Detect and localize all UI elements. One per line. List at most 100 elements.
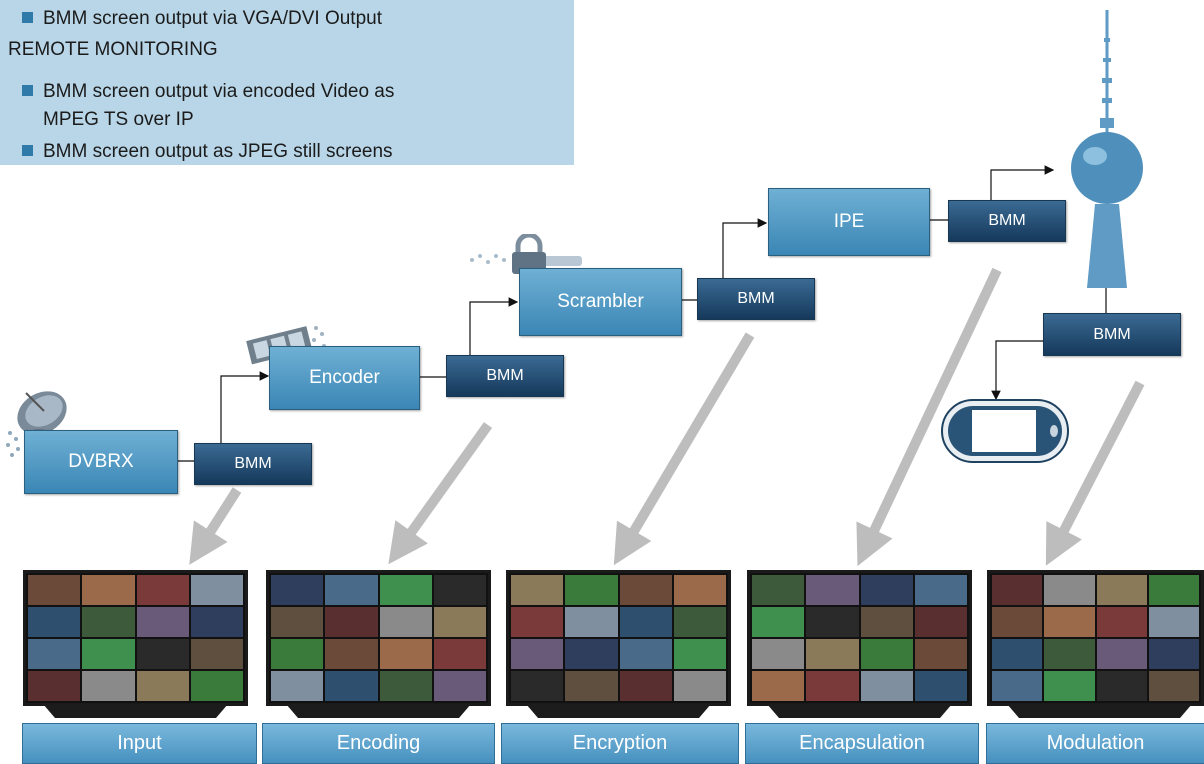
info-text-2b: MPEG TS over IP [43, 109, 194, 130]
monitor-encapsulation[interactable] [747, 570, 972, 720]
video-tile [1096, 671, 1147, 701]
info-panel: BMM screen output via VGA/DVI Output REM… [0, 0, 574, 165]
bmm-label: BMM [1093, 325, 1131, 343]
video-tile [992, 671, 1043, 701]
video-tile [752, 575, 805, 605]
video-tile [806, 639, 859, 669]
video-tile [673, 607, 726, 637]
flow-connectors [176, 165, 1107, 462]
bmm-block-3[interactable]: BMM [697, 278, 815, 320]
monitor-encoding[interactable] [266, 570, 491, 720]
video-tile [1096, 639, 1147, 669]
video-tile [190, 639, 243, 669]
bmm-label: BMM [988, 212, 1026, 229]
video-tile [271, 671, 324, 701]
bmm-block-4[interactable]: BMM [948, 200, 1066, 242]
video-tile [511, 639, 564, 669]
bmm-block-2[interactable]: BMM [446, 355, 564, 397]
video-tile [619, 671, 672, 701]
monitor-stand [526, 704, 711, 718]
video-tile [752, 607, 805, 637]
monitor-screen [506, 570, 731, 706]
video-tile [860, 639, 913, 669]
stage-ipe[interactable]: IPE [768, 188, 930, 256]
video-tile [190, 575, 243, 605]
bmm-label: BMM [486, 367, 524, 384]
video-tile [619, 607, 672, 637]
video-tile [136, 575, 189, 605]
label-modulation: Modulation [986, 723, 1204, 764]
video-tile [1044, 575, 1095, 605]
bullet-icon [22, 145, 33, 156]
video-tile [619, 575, 672, 605]
video-tile [82, 607, 135, 637]
video-tile [136, 671, 189, 701]
monitor-encryption[interactable] [506, 570, 731, 720]
monitor-stand [43, 704, 228, 718]
video-tile [271, 607, 324, 637]
video-tile [433, 671, 486, 701]
bmm-block-1[interactable]: BMM [194, 443, 312, 485]
video-tile [136, 607, 189, 637]
info-heading: REMOTE MONITORING [8, 39, 218, 60]
video-tile [1044, 607, 1095, 637]
info-bullet-2: BMM screen output via encoded Video as [22, 80, 394, 104]
bullet-icon [22, 12, 33, 23]
video-tile [325, 639, 378, 669]
video-tile [379, 607, 432, 637]
monitor-screen [747, 570, 972, 706]
video-tile [379, 671, 432, 701]
video-tile [565, 671, 618, 701]
video-tile [914, 575, 967, 605]
video-tile [325, 671, 378, 701]
label-encryption: Encryption [501, 723, 739, 764]
label-input: Input [22, 723, 257, 764]
video-tile [673, 671, 726, 701]
label-text: Encryption [572, 732, 668, 754]
video-tile [860, 575, 913, 605]
video-tile [752, 671, 805, 701]
video-tile [379, 575, 432, 605]
video-tile [511, 607, 564, 637]
video-tile [806, 607, 859, 637]
label-encapsulation: Encapsulation [745, 723, 979, 764]
video-tile [325, 607, 378, 637]
video-tile [992, 607, 1043, 637]
bullet-icon [22, 85, 33, 96]
video-tile [433, 639, 486, 669]
monitor-stand [767, 704, 952, 718]
monitor-stand [286, 704, 471, 718]
stage-ipe-label: IPE [833, 211, 865, 232]
stage-encoder[interactable]: Encoder [269, 346, 420, 410]
video-tile [752, 639, 805, 669]
video-tile [28, 639, 81, 669]
bmm-block-5[interactable]: BMM [1043, 313, 1181, 356]
video-tile [914, 671, 967, 701]
video-tile [619, 639, 672, 669]
label-text: Input [117, 732, 162, 754]
video-tile [82, 575, 135, 605]
monitor-screen [23, 570, 248, 706]
video-tile [914, 607, 967, 637]
handheld-device-icon [941, 399, 1069, 463]
video-tile [992, 639, 1043, 669]
video-tile [806, 575, 859, 605]
video-tile [271, 575, 324, 605]
monitor-input[interactable] [23, 570, 248, 720]
video-tile [379, 639, 432, 669]
video-tile [673, 575, 726, 605]
video-tile [992, 575, 1043, 605]
video-tile [1148, 639, 1199, 669]
monitor-screen [987, 570, 1204, 706]
video-tile [1096, 575, 1147, 605]
stage-dvbrx[interactable]: DVBRX [24, 430, 178, 494]
video-tile [82, 671, 135, 701]
video-tile [1148, 671, 1199, 701]
video-tile [1096, 607, 1147, 637]
video-tile [565, 639, 618, 669]
stage-scrambler[interactable]: Scrambler [519, 268, 682, 336]
video-tile [1148, 575, 1199, 605]
video-tile [190, 607, 243, 637]
monitor-modulation[interactable] [987, 570, 1204, 720]
